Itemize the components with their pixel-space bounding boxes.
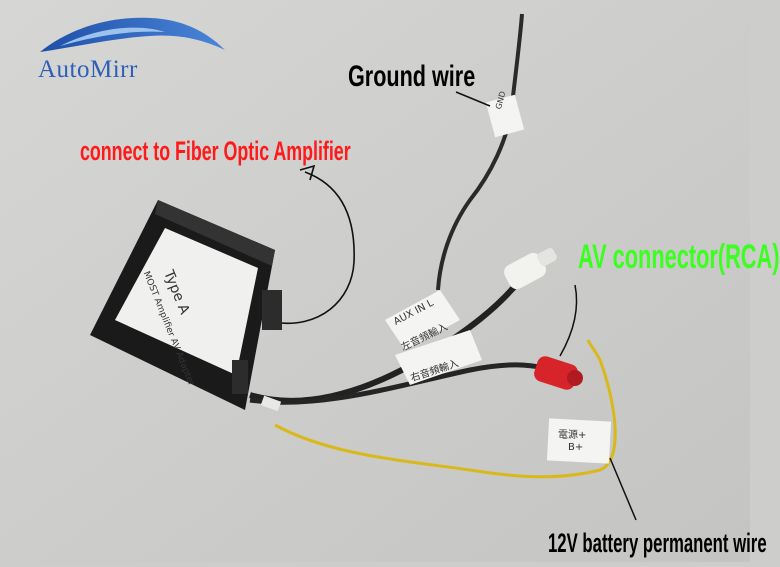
ground-pointer-line	[455, 91, 491, 107]
device-sticker	[115, 228, 258, 375]
ground-wire-tag	[485, 94, 525, 138]
av-connector-label: AV connector(RCA)	[578, 238, 780, 276]
arrow-head-icon	[299, 164, 316, 181]
power-tag	[546, 418, 612, 464]
fiber-optic-label: connect to Fiber Optic Amplifier	[80, 136, 351, 166]
white-rca-connector	[504, 248, 557, 290]
yellow-battery-wire	[274, 339, 617, 479]
red-rca-connector	[534, 356, 583, 390]
zip-tie	[260, 395, 282, 412]
battery-wire-label: 12V battery permanent wire	[548, 528, 767, 558]
logo-text: AutoMirr	[38, 56, 138, 83]
aux-tag	[385, 290, 460, 350]
adapter-box	[90, 200, 282, 412]
cable-port	[232, 360, 248, 394]
fiber-port	[262, 290, 282, 330]
power-tag-line1: 電源+	[558, 430, 587, 441]
battery-pointer-line	[609, 457, 637, 521]
ground-wire-label: Ground wire	[348, 60, 476, 93]
ground-wire	[436, 13, 524, 291]
audio-tag	[395, 330, 482, 385]
red-rca-wire	[249, 362, 546, 405]
car-logo-icon	[40, 17, 225, 52]
power-tag-line2: B+	[568, 442, 584, 453]
av-pointer-line	[559, 284, 578, 357]
photo-illustration	[0, 0, 750, 562]
fiber-arrow-line	[271, 171, 355, 325]
